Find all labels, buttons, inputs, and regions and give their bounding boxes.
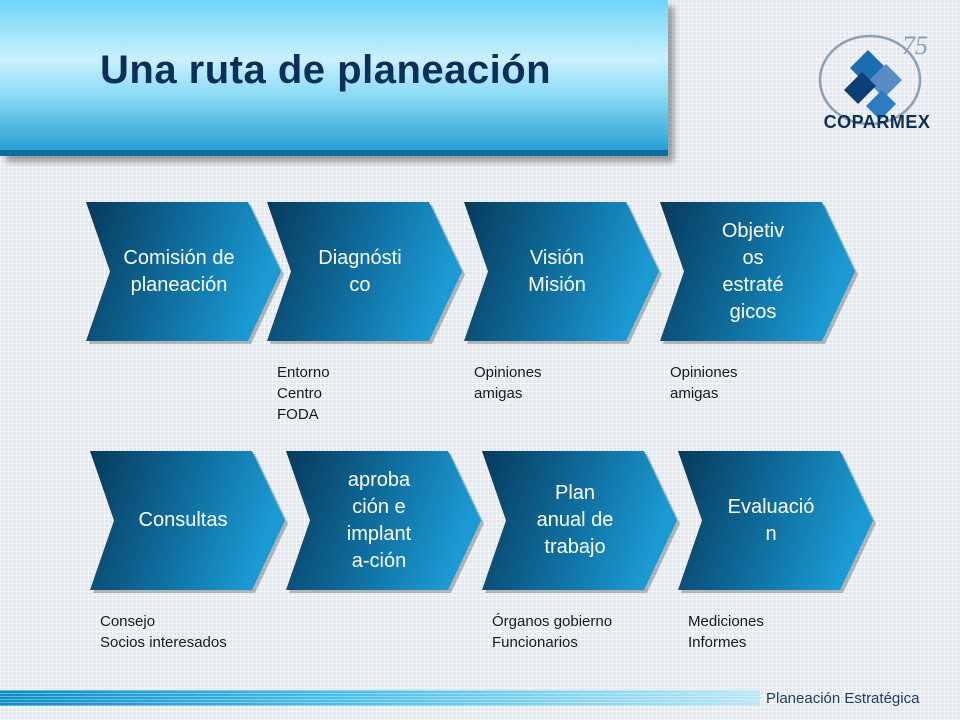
process-step-label: Evaluació n: [727, 495, 815, 545]
process-step-notes: Consejo Socios interesados: [100, 613, 227, 651]
process-step-label: Diagnósti co: [318, 246, 402, 296]
process-step-label: Consultas: [138, 509, 228, 531]
title-banner-rim: [0, 150, 668, 156]
chevron-shape: [678, 451, 876, 593]
process-step-1: Comisión de planeación: [86, 202, 284, 344]
process-step-7: Plan anual de trabajo: [482, 451, 680, 593]
process-step-3: Visión Misión: [464, 202, 662, 344]
process-step-label: aproba ción e implant a-ción: [346, 468, 412, 572]
process-step-notes: Entorno Centro FODA: [277, 364, 330, 423]
footer-bar: [0, 690, 760, 706]
process-step-label: Visión Misión: [528, 246, 586, 296]
process-step-4: Objetiv os estraté gicos: [660, 202, 858, 344]
process-step-5: Consultas: [90, 451, 288, 593]
process-step-8: Evaluació n: [678, 451, 876, 593]
chevron-shape: [464, 202, 662, 344]
coparmex-logo: 75: [818, 31, 928, 126]
process-step-label: Objetiv os estraté gicos: [721, 219, 785, 323]
process-step-label: Comisión de planeación: [123, 246, 235, 296]
process-step-notes: Órganos gobierno Funcionarios: [492, 613, 613, 651]
chevron-shape: [90, 451, 288, 593]
title-banner: [0, 0, 668, 156]
chevron-shape: [286, 451, 484, 593]
process-step-notes: Opiniones amigas: [474, 364, 542, 402]
chevron-shape: [86, 202, 284, 344]
chevron-shape: [267, 202, 465, 344]
chevron-shape: [660, 202, 858, 344]
process-step-notes: Opiniones amigas: [670, 364, 738, 402]
chevron-shape: [482, 451, 680, 593]
page-title: Una ruta de planeación: [100, 48, 552, 92]
logo-anniversary: 75: [902, 31, 928, 60]
process-step-label: Plan anual de trabajo: [536, 482, 614, 558]
process-step-notes: Mediciones Informes: [688, 613, 764, 651]
process-step-2: Diagnósti co: [267, 202, 465, 344]
logo-wordmark: COPARMEX: [823, 112, 931, 132]
process-step-6: aproba ción e implant a-ción: [286, 451, 484, 593]
footer-label: Planeación Estratégica: [766, 690, 920, 707]
